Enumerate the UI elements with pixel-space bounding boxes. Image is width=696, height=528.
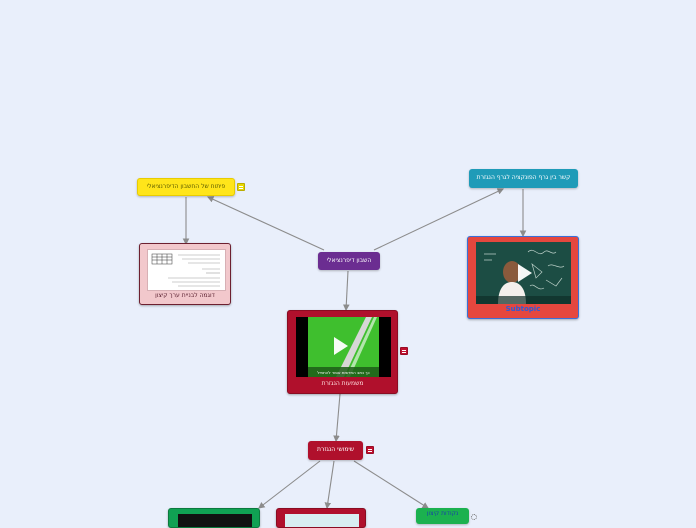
card-derivative-meaning[interactable]: כך כתב החדשות אסור להתחיל משמעות הנגזרת (287, 310, 398, 394)
topic-extremum-points-label: נקודות קיצון (426, 510, 459, 517)
connector-uses-to-bottom-left (258, 460, 321, 509)
topic-extremum-points[interactable]: נקודות קיצון (416, 508, 469, 524)
play-icon[interactable] (518, 264, 532, 282)
note-icon[interactable] (400, 347, 408, 355)
topic-function-derivative-graph-label: קשר בין גרף הפונקציה לגרף הנגזרת (476, 174, 571, 182)
card-extremum-example[interactable]: דוגמה לבניית ערך קיצון (139, 243, 231, 305)
play-icon[interactable] (334, 337, 348, 355)
connector-card-center-to-uses (333, 393, 341, 443)
connector-uses-to-bottom-right (353, 460, 429, 509)
card-bottom-center-thumbnail (285, 514, 359, 527)
connector-uses-to-bottom-center (324, 460, 335, 510)
connector-central-to-top-right (373, 188, 504, 251)
topic-history-label: פיתוח של החשבון הדיפרנציאלי (146, 182, 226, 190)
topic-function-derivative-graph[interactable]: קשר בין גרף הפונקציה לגרף הנגזרת (469, 169, 578, 188)
connector-central-to-top-left (206, 196, 325, 251)
card-extremum-example-caption: דוגמה לבניית ערך קיצון (155, 292, 215, 299)
card-bottom-center[interactable] (276, 508, 366, 528)
note-icon[interactable] (237, 183, 245, 191)
video-caption: כך כתב החדשות אסור להתחיל (317, 370, 370, 375)
gear-icon[interactable] (471, 514, 477, 520)
central-topic-label: השבון דיפרנציאלי (326, 256, 372, 264)
video-thumbnail[interactable] (476, 242, 571, 304)
central-topic[interactable]: השבון דיפרנציאלי (318, 252, 380, 270)
topic-history[interactable]: פיתוח של החשבון הדיפרנציאלי (137, 178, 235, 196)
card-subtopic-video[interactable]: Subtopic (467, 236, 579, 319)
document-thumbnail (147, 249, 226, 291)
video-thumbnail[interactable]: כך כתב החדשות אסור להתחיל (296, 317, 391, 377)
card-subtopic-caption: Subtopic (505, 305, 541, 313)
card-bottom-left[interactable] (168, 508, 260, 528)
video-thumbnail-scene (296, 317, 391, 377)
card-bottom-left-thumbnail (178, 514, 252, 527)
document-thumbnail-drawing (151, 253, 220, 287)
topic-derivative-uses-label: שימושי הנגזרת (317, 446, 355, 454)
connector-central-to-card-center (342, 270, 350, 312)
topic-derivative-uses[interactable]: שימושי הנגזרת (308, 441, 363, 460)
note-icon[interactable] (366, 446, 374, 454)
card-derivative-meaning-caption: משמעות הנגזרת (321, 380, 364, 387)
